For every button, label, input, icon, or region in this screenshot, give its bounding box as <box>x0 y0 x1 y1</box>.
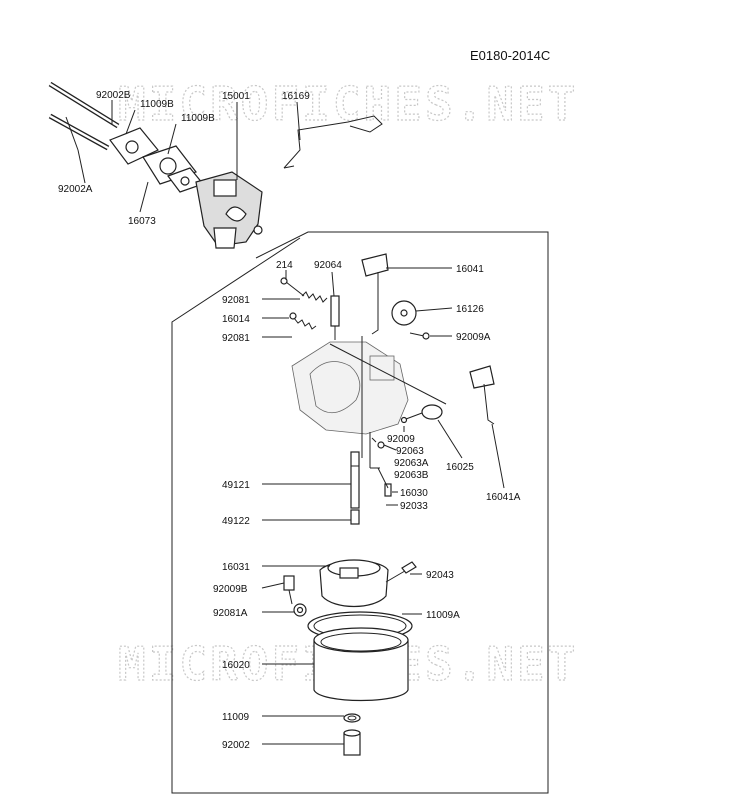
label-92009a: 92009A <box>456 332 491 343</box>
exploded-view-frame <box>171 231 549 794</box>
screw-92009a <box>409 332 430 340</box>
carburetor-assembly-15001 <box>195 171 263 249</box>
label-16169: 16169 <box>282 91 310 102</box>
bowl-bolt-92002 <box>343 729 361 756</box>
float-pin-92043 <box>385 561 417 583</box>
pilot-screw-16014 <box>289 312 317 330</box>
label-16041a: 16041A <box>486 492 521 503</box>
label-11009: 11009 <box>222 712 250 723</box>
gasket-11009 <box>343 713 361 723</box>
label-16073: 16073 <box>128 216 156 227</box>
label-92081-2: 92081 <box>222 333 250 344</box>
label-16041: 16041 <box>456 264 484 275</box>
label-16126: 16126 <box>456 304 484 315</box>
throttle-stop-screw <box>280 277 328 303</box>
diagram-code: E0180-2014C <box>470 48 550 63</box>
label-16025: 16025 <box>446 462 474 473</box>
label-16020: 16020 <box>222 660 250 671</box>
label-92063: 92063 <box>396 446 424 457</box>
label-11009a: 11009A <box>426 610 460 621</box>
label-92009: 92009 <box>387 434 415 445</box>
gasket-11009b-lower <box>167 167 205 193</box>
pilot-jet-92064 <box>330 295 340 340</box>
main-jet-49122 <box>350 509 360 525</box>
float-bowl-16020 <box>313 627 409 702</box>
label-92002: 92002 <box>222 740 250 751</box>
label-11009b-2: 11009B <box>181 113 215 124</box>
label-49121: 49121 <box>222 480 250 491</box>
stud-bolts <box>48 81 120 151</box>
small-jets <box>371 437 392 506</box>
main-nozzle-49121 <box>350 451 360 509</box>
float-16031 <box>319 559 389 607</box>
choke-shaft-16041 <box>361 253 389 335</box>
label-92081-1: 92081 <box>222 295 250 306</box>
label-15001: 15001 <box>222 91 250 102</box>
label-214: 214 <box>276 260 293 271</box>
leader-lines <box>65 100 505 745</box>
label-92009b: 92009B <box>213 584 248 595</box>
label-92063b: 92063B <box>394 470 429 481</box>
label-92081a: 92081A <box>213 608 248 619</box>
label-92033: 92033 <box>400 501 428 512</box>
gasket-11009b-upper <box>109 127 159 165</box>
label-16031: 16031 <box>222 562 250 573</box>
choke-valve-16126 <box>391 300 417 326</box>
label-92043: 92043 <box>426 570 454 581</box>
drain-plug-92081a <box>293 603 307 617</box>
inlet-needle-92009b <box>283 575 295 605</box>
label-92063a: 92063A <box>394 458 429 469</box>
label-16030: 16030 <box>400 488 428 499</box>
throttle-valve-16025 <box>400 404 443 424</box>
shaft-axis-line <box>329 343 447 405</box>
label-11009b-1: 11009B <box>140 99 174 110</box>
label-49122: 49122 <box>222 516 250 527</box>
label-16014: 16014 <box>222 314 250 325</box>
carburetor-body-outline <box>291 341 409 435</box>
label-92002b: 92002B <box>96 90 131 101</box>
label-92064: 92064 <box>314 260 342 271</box>
label-92002a: 92002A <box>58 184 93 195</box>
throttle-shaft-16041a <box>469 365 495 425</box>
link-rod-16169 <box>283 115 383 169</box>
